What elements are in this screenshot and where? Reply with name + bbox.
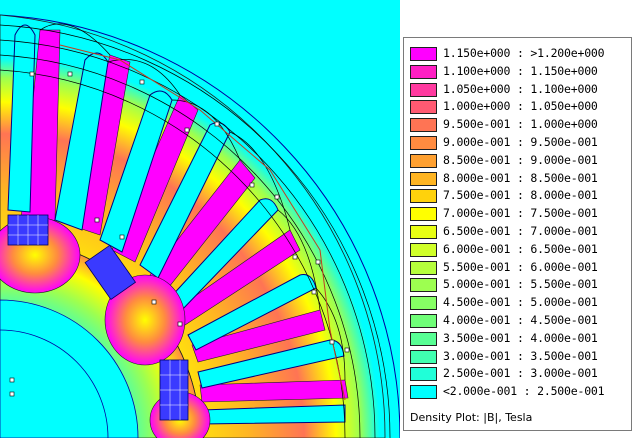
legend-range-label: 3.000e-001 : 3.500e-001 [443, 348, 598, 363]
shaft-boundary [0, 329, 109, 438]
legend-swatch [410, 314, 437, 328]
legend-range-label: <2.000e-001 : 2.500e-001 [443, 384, 605, 399]
legend-panel: 1.150e+000 : >1.200e+000 1.100e+000 : 1.1… [403, 37, 632, 431]
legend-entry: 5.500e-001 : 6.000e-001 [410, 259, 630, 277]
legend-range-label: 9.500e-001 : 1.000e+000 [443, 117, 598, 132]
rotor-pole-2 [104, 274, 186, 366]
legend-swatch [410, 82, 437, 97]
legend-entry: 6.500e-001 : 7.000e-001 [410, 223, 630, 241]
legend-swatch [410, 189, 437, 204]
legend-range-label: 1.050e+000 : 1.100e+000 [443, 81, 598, 96]
legend-swatch [410, 242, 437, 257]
legend-swatch [410, 367, 437, 382]
legend-caption: Density Plot: |B|, Tesla [410, 411, 533, 424]
legend-range-label: 1.000e+000 : 1.050e+000 [443, 99, 598, 114]
mesh-nodes [9, 71, 350, 397]
legend-swatch [410, 278, 437, 293]
legend-swatch [410, 349, 437, 364]
legend-swatch [410, 385, 437, 400]
legend-entry: 4.500e-001 : 5.000e-001 [410, 294, 630, 312]
legend-entry: 9.500e-001 : 1.000e+000 [410, 116, 630, 134]
legend-range-label: 8.000e-001 : 8.500e-001 [443, 170, 598, 185]
legend-range-label: 8.500e-001 : 9.000e-001 [443, 152, 598, 167]
legend-entry: 4.000e-001 : 4.500e-001 [410, 312, 630, 330]
legend-range-label: 1.100e+000 : 1.150e+000 [443, 63, 598, 78]
legend-range-label: 5.000e-001 : 5.500e-001 [443, 277, 598, 292]
legend-entry: 1.100e+000 : 1.150e+000 [410, 63, 630, 81]
legend-swatch [410, 153, 437, 168]
legend-range-label: 4.500e-001 : 5.000e-001 [443, 295, 598, 310]
legend-entry: 7.500e-001 : 8.000e-001 [410, 187, 630, 205]
legend-entry: 1.000e+000 : 1.050e+000 [410, 98, 630, 116]
legend-range-label: 3.500e-001 : 4.000e-001 [443, 330, 598, 345]
legend-range-label: 6.500e-001 : 7.000e-001 [443, 224, 598, 238]
legend-entry: 2.500e-001 : 3.000e-001 [410, 365, 630, 383]
legend-range-label: 5.500e-001 : 6.000e-001 [443, 259, 598, 274]
density-plot-view[interactable] [0, 0, 400, 438]
legend-entry: 7.000e-001 : 7.500e-001 [410, 205, 630, 223]
legend-swatch [410, 260, 437, 275]
legend-range-label: 9.000e-001 : 9.500e-001 [443, 135, 598, 149]
legend-range-label: 7.000e-001 : 7.500e-001 [443, 206, 598, 221]
legend-entry: <2.000e-001 : 2.500e-001 [410, 383, 630, 401]
legend-entry: 8.000e-001 : 8.500e-001 [410, 170, 630, 188]
legend-swatch [410, 47, 437, 61]
legend-entry: 5.000e-001 : 5.500e-001 [410, 276, 630, 294]
magnet-grid [8, 215, 188, 420]
legend-entry: 9.000e-001 : 9.500e-001 [410, 134, 630, 152]
stator-outer-boundary [0, 14, 400, 438]
legend-entry: 6.000e-001 : 6.500e-001 [410, 241, 630, 259]
legend-swatch [410, 100, 437, 115]
legend-swatch [410, 118, 437, 133]
legend-entry: 1.050e+000 : 1.100e+000 [410, 81, 630, 99]
legend-entry: 3.500e-001 : 4.000e-001 [410, 330, 630, 348]
legend-swatch [410, 136, 437, 150]
legend-entry: 8.500e-001 : 9.000e-001 [410, 152, 630, 170]
legend-swatch [410, 171, 437, 186]
legend-range-label: 7.500e-001 : 8.000e-001 [443, 188, 598, 203]
legend-entry: 3.000e-001 : 3.500e-001 [410, 348, 630, 366]
legend-range-label: 1.150e+000 : >1.200e+000 [443, 46, 605, 60]
legend-swatch [410, 64, 437, 79]
legend-swatch [410, 296, 437, 311]
phase-boundary-line [59, 44, 346, 401]
stator-teeth [19, 29, 349, 403]
legend-range-label: 2.500e-001 : 3.000e-001 [443, 366, 598, 381]
legend-range-label: 6.000e-001 : 6.500e-001 [443, 241, 598, 256]
legend-swatch [410, 207, 437, 222]
legend-swatch [410, 225, 437, 239]
legend-range-label: 4.000e-001 : 4.500e-001 [443, 313, 598, 327]
stator-slots [7, 24, 346, 425]
legend-swatch [410, 331, 437, 346]
legend-entry: 1.150e+000 : >1.200e+000 [410, 45, 630, 63]
rotor-inner [0, 299, 139, 438]
